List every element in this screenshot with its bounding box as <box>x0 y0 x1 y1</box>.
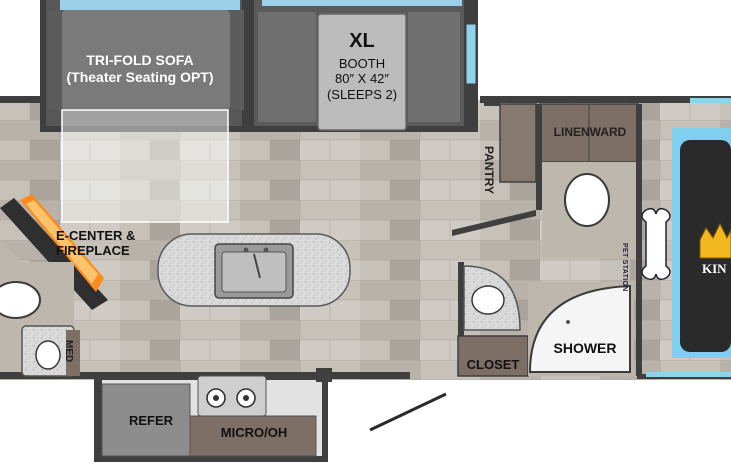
toilet-icon <box>0 281 41 319</box>
linenward-label: LINENWARD <box>553 125 627 139</box>
kitchen-counter <box>94 368 332 462</box>
brand-label: KIN <box>702 261 727 276</box>
bath-toilet <box>542 162 636 258</box>
entry-door <box>369 392 447 432</box>
bath-sink <box>463 265 521 331</box>
ecenter-label-line2: FIREPLACE <box>56 243 130 259</box>
pet-station <box>641 207 671 281</box>
booth-label-line3: (SLEEPS 2) <box>326 86 398 102</box>
toilet-icon <box>564 173 610 227</box>
e-center-fireplace <box>0 194 108 310</box>
booth-label-line1: BOOTH <box>338 56 386 71</box>
med-label: MED <box>63 340 74 363</box>
sink-icon <box>471 285 505 315</box>
windows <box>646 98 731 377</box>
bone-icon <box>641 207 671 281</box>
pet-station-label: PET STATION <box>621 243 628 292</box>
sofa-extended-outline <box>61 109 229 223</box>
bath-walls <box>452 104 642 376</box>
micro-oh-label: MICRO/OH <box>220 425 288 440</box>
refer-label: REFER <box>128 413 174 428</box>
sofa-label-line2: (Theater Seating OPT) <box>66 68 214 85</box>
sofa-label: TRI-FOLD SOFA (Theater Seating OPT) <box>55 52 225 85</box>
kitchen-island <box>157 233 351 307</box>
shower <box>528 282 634 376</box>
booth-label-line2: 80″ X 42″ <box>334 71 390 87</box>
pantry-label: PANTRY <box>482 146 496 194</box>
booth-label: BOOTH 80″ X 42″ (SLEEPS 2) <box>312 56 412 102</box>
booth-title: XL <box>349 30 375 52</box>
crown-logo-icon <box>699 222 731 259</box>
sofa-label-line1: TRI-FOLD SOFA <box>86 52 194 68</box>
booth-dinette <box>248 0 478 132</box>
ecenter-label-line1: E-CENTER & <box>56 228 136 243</box>
closet <box>457 335 529 377</box>
half-bath <box>0 240 80 377</box>
shower-label: SHOWER <box>553 340 617 356</box>
sink-icon <box>35 340 61 370</box>
ecenter-label: E-CENTER & FIREPLACE <box>56 228 146 259</box>
closet-label: CLOSET <box>466 357 520 372</box>
